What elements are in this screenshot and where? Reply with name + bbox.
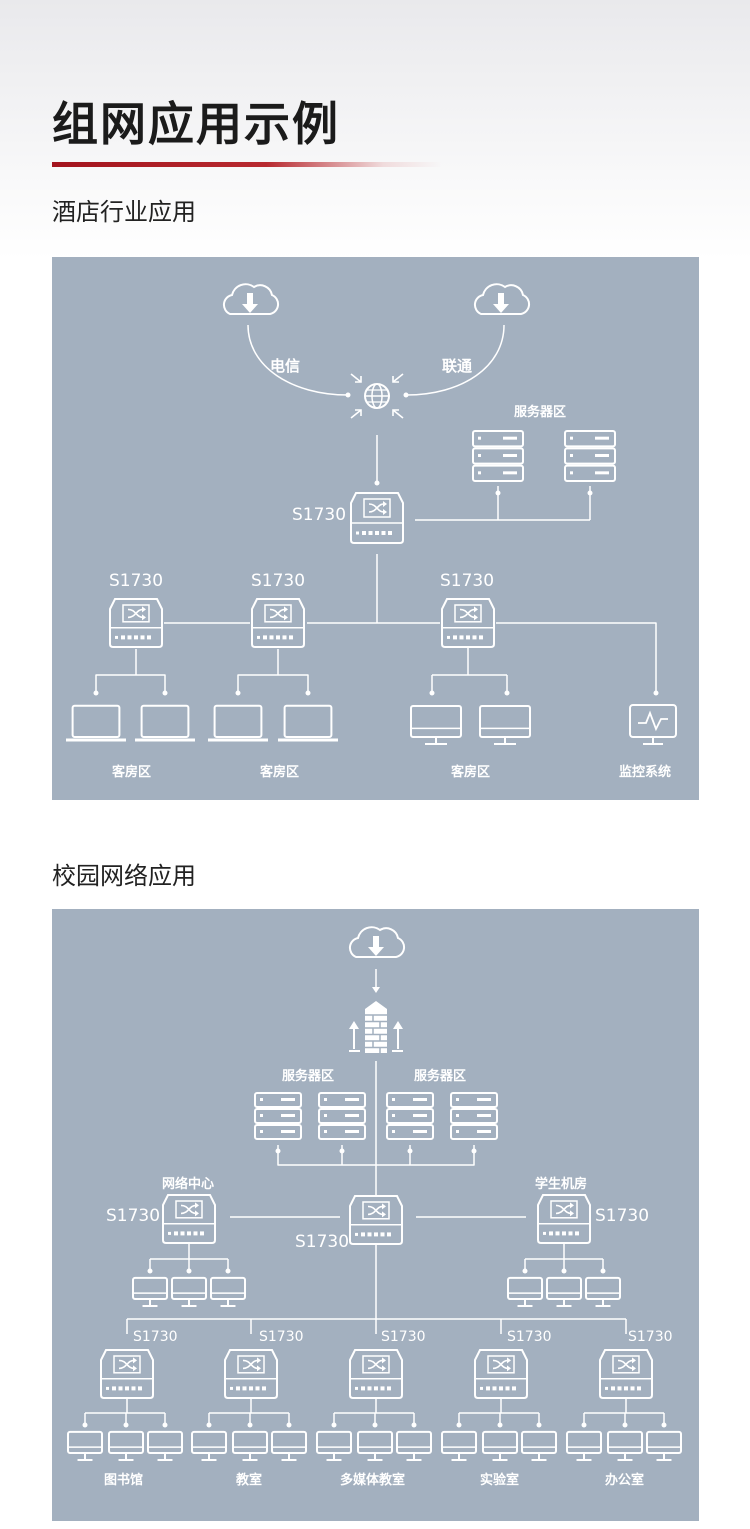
switch-icon (349, 1195, 403, 1245)
campus-access-model-label: S1730 (507, 1329, 552, 1345)
laptop-icon (278, 704, 338, 742)
hotel-zone-label: 客房区 (451, 765, 491, 780)
network-center-model-label: S1730 (106, 1206, 161, 1226)
switch-icon (599, 1349, 653, 1399)
cloud-download-icon (348, 926, 406, 958)
hotel-section-title: 酒店行业应用 (52, 198, 196, 226)
switch-icon (474, 1349, 528, 1399)
hotel-core-model-label: S1730 (292, 505, 347, 525)
isp-unicom-label: 联通 (442, 357, 473, 375)
campus-section-title: 校园网络应用 (52, 862, 196, 890)
campus-topology-graphic (67, 926, 682, 1461)
globe-icon (350, 373, 404, 419)
monitor-icon (546, 1276, 582, 1307)
campus-zone-label: 图书馆 (104, 1473, 144, 1488)
hotel-network-lines (93, 324, 659, 696)
hotel-access-model-label: S1730 (251, 571, 306, 591)
campus-access-model-label: S1730 (133, 1329, 178, 1345)
monitor-icon (67, 1430, 103, 1461)
campus-core-model-label: S1730 (295, 1232, 350, 1252)
cloud-download-icon (222, 283, 280, 315)
monitor-icon (132, 1276, 168, 1307)
switch-icon (441, 598, 495, 648)
hotel-zone-label: 客房区 (112, 765, 152, 780)
monitor-icon (396, 1430, 432, 1461)
monitor-icon (566, 1430, 602, 1461)
hotel-zone-label: 客房区 (260, 765, 300, 780)
switch-icon (251, 598, 305, 648)
monitor-icon (357, 1430, 393, 1461)
network-center-label: 网络中心 (162, 1177, 215, 1192)
firewall-icon (349, 1001, 403, 1054)
monitor-icon (646, 1430, 682, 1461)
student-lab-model-label: S1730 (595, 1206, 650, 1226)
campus-zone-label: 办公室 (605, 1473, 645, 1488)
campus-server-zone-label: 服务器区 (414, 1069, 467, 1084)
monitoring-screen-icon (629, 704, 677, 745)
page-title: 组网应用示例 (52, 97, 340, 151)
campus-network-lines (82, 969, 667, 1428)
student-lab-label: 学生机房 (535, 1177, 588, 1192)
monitor-icon (585, 1276, 621, 1307)
hotel-zone-label: 监控系统 (619, 765, 672, 780)
monitor-icon (441, 1430, 477, 1461)
monitor-icon (410, 705, 462, 745)
monitor-icon (521, 1430, 557, 1461)
campus-zone-label: 教室 (236, 1473, 263, 1488)
campus-server-zone-label: 服务器区 (282, 1069, 335, 1084)
monitor-icon (271, 1430, 307, 1461)
cloud-download-icon (473, 283, 531, 315)
monitor-icon (607, 1430, 643, 1461)
switch-icon (224, 1349, 278, 1399)
laptop-icon (208, 704, 268, 742)
campus-access-model-label: S1730 (259, 1329, 304, 1345)
hotel-access-model-label: S1730 (109, 571, 164, 591)
switch-icon (100, 1349, 154, 1399)
switch-icon (350, 492, 404, 544)
monitor-icon (507, 1276, 543, 1307)
title-underline (52, 162, 442, 167)
monitor-icon (482, 1430, 518, 1461)
server-icon (450, 1092, 498, 1140)
campus-zone-label: 多媒体教室 (340, 1473, 406, 1488)
campus-zone-label: 实验室 (480, 1473, 520, 1488)
server-icon (254, 1092, 302, 1140)
campus-access-model-label: S1730 (381, 1329, 426, 1345)
hotel-server-zone-label: 服务器区 (514, 405, 567, 420)
hotel-topology-graphic (66, 283, 677, 745)
monitor-icon (147, 1430, 183, 1461)
monitor-icon (191, 1430, 227, 1461)
monitor-icon (479, 705, 531, 745)
laptop-icon (66, 704, 126, 742)
server-icon (564, 430, 616, 483)
server-icon (386, 1092, 434, 1140)
switch-icon (349, 1349, 403, 1399)
monitor-icon (108, 1430, 144, 1461)
campus-topology-diagram: 服务器区 服务器区 网络中心 学生机房 S1730 S1730 S1730 S1… (52, 909, 699, 1521)
monitor-icon (316, 1430, 352, 1461)
monitor-icon (232, 1430, 268, 1461)
monitor-icon (171, 1276, 207, 1307)
switch-icon (537, 1194, 591, 1244)
isp-telecom-label: 电信 (270, 357, 301, 375)
server-icon (472, 430, 524, 483)
switch-icon (109, 598, 163, 648)
server-icon (318, 1092, 366, 1140)
hotel-access-model-label: S1730 (440, 571, 495, 591)
monitor-icon (210, 1276, 246, 1307)
hotel-topology-diagram: 电信 联通 服务器区 S1730 S1730 S1730 S1730 客房区 客… (52, 257, 699, 800)
switch-icon (162, 1194, 216, 1244)
campus-access-model-label: S1730 (628, 1329, 673, 1345)
laptop-icon (135, 704, 195, 742)
